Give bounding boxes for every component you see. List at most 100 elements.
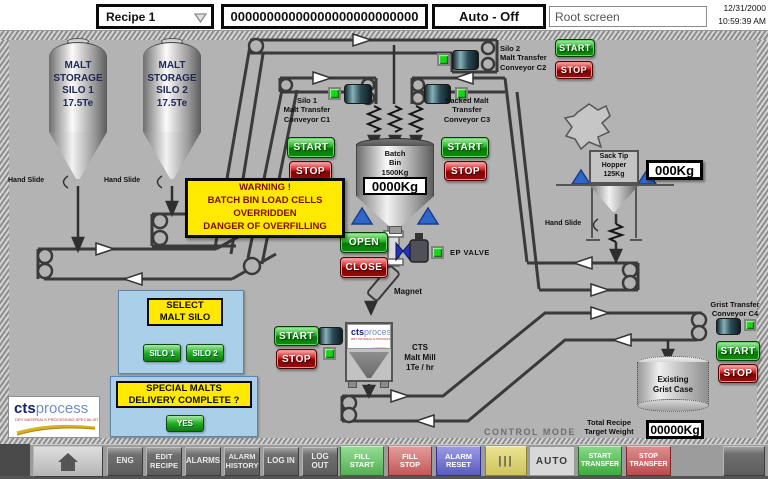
c3-stop-label: STOP: [450, 165, 481, 177]
auto-mode-label: AUTO: [535, 455, 569, 467]
c1-stop-label: STOP: [295, 165, 326, 177]
silo2-label: MALT STORAGE SILO 2 17.5Te: [147, 60, 197, 109]
conveyor-c1-start-button[interactable]: START: [287, 137, 335, 158]
nav-eng-label: ENG: [116, 456, 134, 466]
silo1-body: [49, 56, 107, 132]
mill-logo-cts: cts: [351, 327, 365, 337]
sack-hopper-weight-value: 000Kg: [654, 162, 695, 178]
c1-start-label: START: [293, 142, 329, 153]
screen-name-field[interactable]: Root screen: [549, 6, 707, 27]
nav-stop-transfer-button[interactable]: STOP TRANSFER: [626, 446, 671, 476]
dropdown-arrow-icon[interactable]: [194, 13, 207, 24]
belt-pulleys: [36, 37, 708, 424]
conveyor-c3-stop-button[interactable]: STOP: [444, 161, 487, 181]
conveyor-c2-label: Silo 2 Malt Transfer Conveyor C2: [500, 44, 547, 72]
conveyor-c3-motor-icon: [424, 84, 451, 104]
frame-hatch-right: [757, 40, 768, 438]
nav-fill-stop-label: FILL STOP: [399, 451, 421, 469]
batch-bin-weight-display[interactable]: 0000Kg: [363, 177, 427, 195]
silo1-label: MALT STORAGE SILO 1 17.5Te: [53, 60, 103, 109]
total-recipe-target-display[interactable]: 00000Kg: [646, 420, 704, 439]
nav-blank-button[interactable]: [723, 446, 765, 476]
conveyor-c4-label: Grist Transfer Conveyor C4: [710, 300, 760, 319]
batch-bin-close-button[interactable]: CLOSE: [340, 257, 388, 278]
nav-start-transfer-button[interactable]: START TRANSFER: [578, 446, 622, 476]
mill-logo-box: ctsprocess DRY MATERIALS PROCESSING SPEC…: [347, 324, 391, 349]
conveyor-c2-motor-icon: [452, 50, 479, 70]
home-button[interactable]: [33, 446, 103, 477]
nav-log-out-label: LOG OUT: [311, 451, 329, 470]
nav-fill-start-label: FILL START: [349, 451, 375, 469]
mill-logo-process: process: [364, 327, 391, 337]
nav-alarm-reset-label: ALARM RESET: [444, 451, 473, 469]
belt-direction-arrows: [95, 32, 632, 429]
nav-log-in-label: LOG IN: [267, 456, 295, 466]
c3-start-label: START: [447, 142, 483, 153]
auto-mode-display[interactable]: Auto - Off: [432, 4, 546, 29]
nav-fill-stop-button[interactable]: FILL STOP: [388, 446, 432, 476]
frame-hatch-left: [0, 40, 9, 438]
select-silo2-button[interactable]: SILO 2: [186, 344, 224, 362]
mill-stop-label: STOP: [281, 353, 312, 365]
conveyor-c4-start-button[interactable]: START: [716, 341, 760, 361]
select-silo1-button[interactable]: SILO 1: [143, 344, 181, 362]
nav-edit-recipe-button[interactable]: EDIT RECIPE: [146, 447, 182, 476]
recipe-select[interactable]: Recipe 1: [96, 4, 214, 29]
ep-valve-indicator: [431, 246, 444, 259]
logo-cts: cts: [14, 400, 36, 417]
conveyor-c3-run-indicator: [455, 87, 468, 100]
sack-hopper-weight-display[interactable]: 000Kg: [646, 160, 703, 180]
c4-stop-label: STOP: [723, 368, 753, 379]
mill-label: CTS Malt Mill 1Te / hr: [404, 343, 436, 372]
hand-slide-label-1: Hand Slide: [8, 177, 45, 184]
mill-start-label: START: [278, 330, 315, 342]
nav-log-out-button[interactable]: LOG OUT: [302, 447, 338, 476]
mill-stop-button[interactable]: STOP: [276, 349, 317, 369]
special-malts-yes-label: YES: [176, 419, 193, 428]
datetime-display: 12/31/2000 10:59:39 AM: [706, 2, 766, 30]
grist-case-label: Existing Grist Case: [652, 375, 694, 394]
auto-mode-value: Auto - Off: [459, 9, 519, 24]
select-silo2-label: SILO 2: [192, 348, 218, 358]
batch-bin-neck: [389, 226, 402, 234]
magnet-icon: [367, 265, 400, 302]
screen-name-value: Root screen: [555, 9, 620, 24]
nav-stop-transfer-label: STOP TRANSFER: [629, 453, 668, 468]
conveyor-c3-label: Sacked Malt Transfer Conveyor C3: [443, 96, 491, 124]
nav-start-transfer-label: START TRANSFER: [580, 453, 620, 468]
silo2-dome: [143, 42, 201, 57]
auto-mode-button[interactable]: AUTO: [529, 446, 575, 476]
nav-log-in-button[interactable]: LOG IN: [263, 447, 299, 476]
nav-alarm-history-button[interactable]: ALARM HISTORY: [224, 447, 260, 476]
c2-stop-label: STOP: [560, 65, 588, 75]
hand-slide-label-2: Hand Slide: [104, 177, 141, 184]
c4-start-label: START: [720, 345, 756, 357]
conveyor-c4-stop-button[interactable]: STOP: [718, 364, 758, 383]
mill-start-button[interactable]: START: [274, 326, 319, 346]
total-recipe-target-label: Total Recipe Target Weight: [584, 418, 634, 437]
batch-bin-label: Batch Bin 1500Kg: [381, 149, 409, 177]
recipe-code-field[interactable]: 00000000000000000000000000: [221, 4, 428, 29]
ep-valve-icon: [383, 225, 429, 267]
recipe-select-value: Recipe 1: [106, 9, 156, 24]
special-malts-yes-button[interactable]: YES: [166, 415, 204, 432]
manual-mode-button[interactable]: |||: [485, 446, 527, 476]
sack-hopper-label: Sack Tip Hopper 125Kg: [599, 153, 629, 178]
nav-alarm-history-label: ALARM HISTORY: [225, 452, 259, 470]
batch-bin-open-button[interactable]: OPEN: [340, 232, 388, 253]
nav-alarm-reset-button[interactable]: ALARM RESET: [436, 446, 481, 476]
nav-fill-start-button[interactable]: FILL START: [340, 446, 384, 476]
nav-alarms-button[interactable]: ALARMS: [185, 447, 221, 476]
bottom-bar-edge: [0, 476, 768, 479]
conveyor-c4-run-indicator: [744, 319, 756, 331]
conveyor-c2-stop-button[interactable]: STOP: [555, 61, 593, 79]
conveyor-c4-motor-icon: [716, 318, 741, 335]
conveyor-c3-start-button[interactable]: START: [441, 137, 489, 158]
recipe-code-value: 00000000000000000000000000: [230, 9, 419, 24]
nav-eng-button[interactable]: ENG: [107, 447, 143, 476]
frame-hatch-bottom: [0, 438, 768, 446]
conveyor-c2-start-button[interactable]: START: [555, 39, 595, 57]
silo-select-title-box: SELECT MALT SILO: [147, 298, 223, 326]
special-malts-title-box: SPECIAL MALTS DELIVERY COMPLETE ?: [116, 381, 252, 408]
silo-select-title: SELECT MALT SILO: [159, 300, 211, 323]
